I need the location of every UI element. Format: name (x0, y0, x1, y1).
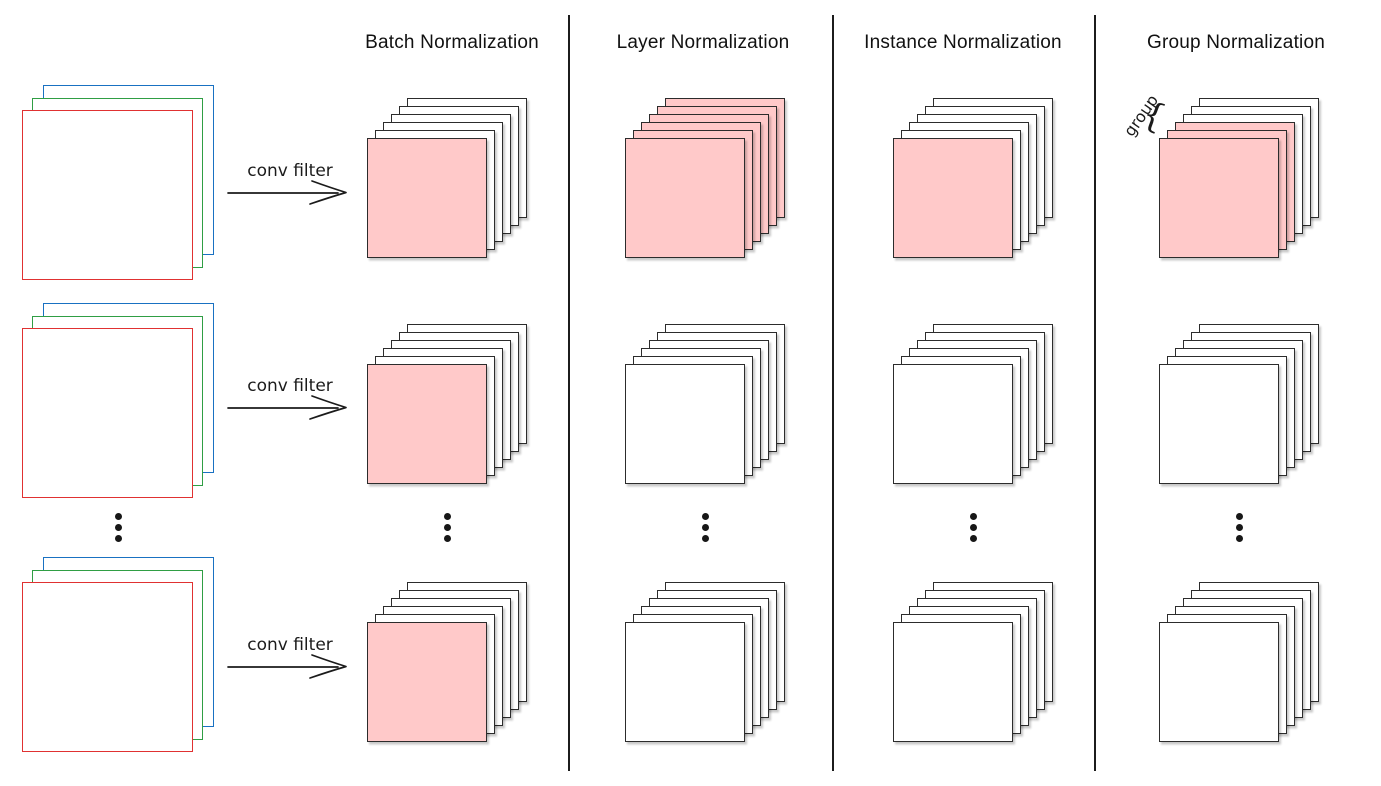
layer-feature-stack-row1 (625, 98, 785, 258)
group-feature-stack-row1 (1159, 98, 1319, 258)
red-channel-square (22, 110, 193, 280)
feature-map-highlighted (367, 364, 487, 484)
ellipsis-dot (1235, 535, 1243, 542)
header-group-normalization: Group Normalization (1146, 32, 1326, 53)
group-feature-stack-row2 (1159, 324, 1319, 484)
conv-filter-label: conv filter (247, 635, 333, 655)
feature-map-highlighted (893, 138, 1013, 258)
ellipsis-dot (969, 524, 977, 531)
header-layer-normalization: Layer Normalization (616, 32, 790, 53)
column-divider (832, 15, 834, 771)
red-channel-square (22, 582, 193, 752)
instance-feature-stack-row3 (893, 582, 1053, 742)
ellipsis-dot (701, 524, 709, 531)
conv-filter-arrow-row2: conv filter (225, 375, 355, 433)
group-feature-stack-row3 (1159, 582, 1319, 742)
feature-map-highlighted (625, 138, 745, 258)
ellipsis-dot (443, 535, 451, 542)
feature-map (1159, 622, 1279, 742)
batch-feature-stack-row3 (367, 582, 527, 742)
input-samples-ellipsis (114, 513, 122, 546)
conv-filter-arrow-row1: conv filter (225, 160, 355, 218)
feature-map (1159, 364, 1279, 484)
ellipsis-dot (443, 513, 451, 520)
red-channel-square (22, 328, 193, 498)
header-batch-normalization: Batch Normalization (365, 32, 539, 53)
right-arrow-icon (227, 180, 347, 205)
feature-map-highlighted (367, 622, 487, 742)
instance-feature-stack-row1 (893, 98, 1053, 258)
instance-feature-stack-row2 (893, 324, 1053, 484)
input-image-stack-row2 (22, 303, 215, 499)
right-arrow-icon (227, 395, 347, 420)
layer-feature-stack-row2 (625, 324, 785, 484)
header-instance-normalization: Instance Normalization (864, 32, 1062, 53)
feature-map (625, 622, 745, 742)
conv-filter-arrow-row3: conv filter (225, 634, 355, 692)
ellipsis-dot (1235, 513, 1243, 520)
feature-map (893, 364, 1013, 484)
group-samples-ellipsis (1235, 513, 1243, 546)
ellipsis-dot (114, 535, 122, 542)
conv-filter-label: conv filter (247, 376, 333, 396)
ellipsis-dot (1235, 524, 1243, 531)
feature-map-highlighted (367, 138, 487, 258)
input-image-stack-row1 (22, 85, 215, 281)
layer-samples-ellipsis (701, 513, 709, 546)
layer-feature-stack-row3 (625, 582, 785, 742)
batch-feature-stack-row2 (367, 324, 527, 484)
ellipsis-dot (969, 535, 977, 542)
right-arrow-icon (227, 654, 347, 679)
feature-map (893, 622, 1013, 742)
batch-samples-ellipsis (443, 513, 451, 546)
input-image-stack-row3 (22, 557, 215, 753)
batch-feature-stack-row1 (367, 98, 527, 258)
ellipsis-dot (701, 513, 709, 520)
ellipsis-dot (443, 524, 451, 531)
feature-map-highlighted (1159, 138, 1279, 258)
ellipsis-dot (114, 524, 122, 531)
column-divider (568, 15, 570, 771)
conv-filter-label: conv filter (247, 161, 333, 181)
column-divider (1094, 15, 1096, 771)
feature-map (625, 364, 745, 484)
instance-samples-ellipsis (969, 513, 977, 546)
ellipsis-dot (114, 513, 122, 520)
ellipsis-dot (701, 535, 709, 542)
ellipsis-dot (969, 513, 977, 520)
